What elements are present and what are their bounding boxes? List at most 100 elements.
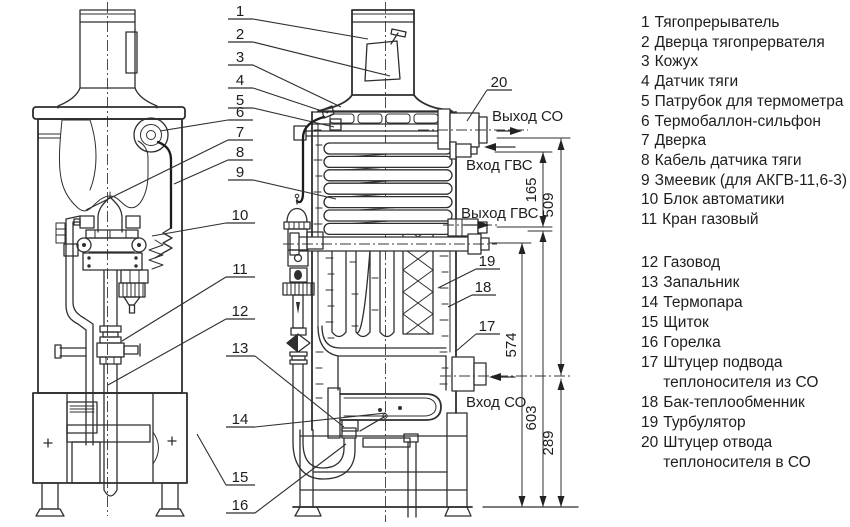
callouts: 1 2 3 4 5 6 7 8 9 10 11 12 13 14 15 16 1… xyxy=(85,3,512,514)
callout-number: 19 xyxy=(479,253,496,270)
callout-17: 17 xyxy=(454,318,500,353)
left-automatics-block xyxy=(73,191,164,314)
callout-number: 2 xyxy=(236,26,244,43)
legend-item-label: Кран газовый xyxy=(662,211,759,229)
port-dhw-in: Вход ГВС xyxy=(466,143,533,174)
callout-number: 11 xyxy=(232,261,248,278)
cross-mark xyxy=(43,438,53,448)
draft-interrupter xyxy=(351,9,415,96)
legend-item-label: Горелка xyxy=(663,333,721,351)
legend-item-label: Кожух xyxy=(654,53,699,71)
callout-7: 7 xyxy=(85,124,253,211)
legend-item-number: 18 xyxy=(641,393,659,411)
legend-item-number: 9 xyxy=(641,171,650,189)
legend-item-number: 13 xyxy=(641,273,659,291)
callout-number: 1 xyxy=(236,3,244,20)
left-leg xyxy=(41,482,59,510)
flow-arrow-left xyxy=(489,373,501,381)
left-top-flange xyxy=(32,106,186,120)
legend-item-number: 1 xyxy=(641,14,650,31)
heating-coil xyxy=(323,142,453,236)
spring xyxy=(148,239,164,270)
legend-item-number: 14 xyxy=(641,293,659,311)
legend-item-number: 4 xyxy=(641,73,650,91)
callout-number: 4 xyxy=(236,72,244,89)
legend-item-number: 11 xyxy=(641,211,658,229)
legend-item-label: Газовод xyxy=(663,253,721,271)
legend-item-number: 19 xyxy=(641,413,659,431)
left-supply-pipe xyxy=(54,215,94,446)
flow-arrow-right xyxy=(478,221,490,229)
callout-number: 10 xyxy=(232,207,249,224)
callout-number: 12 xyxy=(232,303,249,320)
callout-4: 4 xyxy=(228,72,329,114)
legend-item-number: 16 xyxy=(641,333,659,351)
legend-item-label: Турбулятор xyxy=(663,413,746,431)
legend-item-number: 17 xyxy=(641,353,659,371)
callout-1: 1 xyxy=(228,3,369,40)
legend-item-number: 12 xyxy=(641,253,659,271)
flue-tubes xyxy=(331,249,395,338)
port-heat-in: Вход СО xyxy=(466,373,526,411)
legend-item-label: Змеевик (для АКГВ-11,6-3) xyxy=(654,171,848,189)
callout-10: 10 xyxy=(151,207,255,237)
legend-item-number: 3 xyxy=(641,53,650,71)
dim-label: 509 xyxy=(540,192,557,217)
dim-label: 165 xyxy=(523,177,540,202)
callout-18: 18 xyxy=(447,279,496,308)
port-labels: Выход СО Вход ГВС Выход ГВС Вход СО xyxy=(418,108,572,411)
legend-item-label: Тягопрерыватель xyxy=(654,14,780,31)
callout-6: 6 xyxy=(159,104,253,132)
dim-label: 289 xyxy=(540,430,557,455)
legend-item-label: Термобаллон-сильфон xyxy=(654,112,821,130)
callout-3: 3 xyxy=(228,49,342,108)
left-leg xyxy=(161,482,179,510)
callout-19: 19 xyxy=(437,253,500,289)
flow-arrow-left xyxy=(484,143,496,151)
left-sensor-cable xyxy=(154,140,173,259)
gas-riser xyxy=(403,433,419,518)
left-view xyxy=(32,2,188,517)
port-label: Выход СО xyxy=(492,108,563,125)
draft-sensor xyxy=(321,105,342,131)
left-bellows-sensor xyxy=(133,117,169,153)
callout-number: 16 xyxy=(232,497,249,514)
port-label: Вход ГВС xyxy=(466,157,533,174)
left-base xyxy=(32,392,188,517)
flue-outlet-stub xyxy=(437,108,488,150)
section-view xyxy=(282,2,497,522)
port-dhw-out: Выход ГВС xyxy=(461,205,539,229)
casing xyxy=(317,94,353,112)
legend-item-label: Щиток xyxy=(663,313,709,331)
dim-574: 574 xyxy=(503,242,526,508)
heat-in-stub xyxy=(451,356,487,392)
left-cone xyxy=(57,87,81,109)
left-cone xyxy=(134,87,158,109)
cross-mark xyxy=(167,436,177,446)
casing xyxy=(413,94,453,112)
callout-16: 16 xyxy=(226,443,347,514)
flow-arrow-right xyxy=(510,127,522,135)
legend-item-label: Термопара xyxy=(663,293,743,311)
callout-number: 18 xyxy=(475,279,492,296)
dim-label: 574 xyxy=(503,332,520,357)
left-chimney xyxy=(79,9,138,89)
callout-13: 13 xyxy=(226,340,345,428)
dimensions: 574 165 603 509 289 xyxy=(482,137,579,508)
gas-valve xyxy=(96,342,125,358)
water-hatching xyxy=(313,129,449,399)
callout-11: 11 xyxy=(121,261,255,342)
